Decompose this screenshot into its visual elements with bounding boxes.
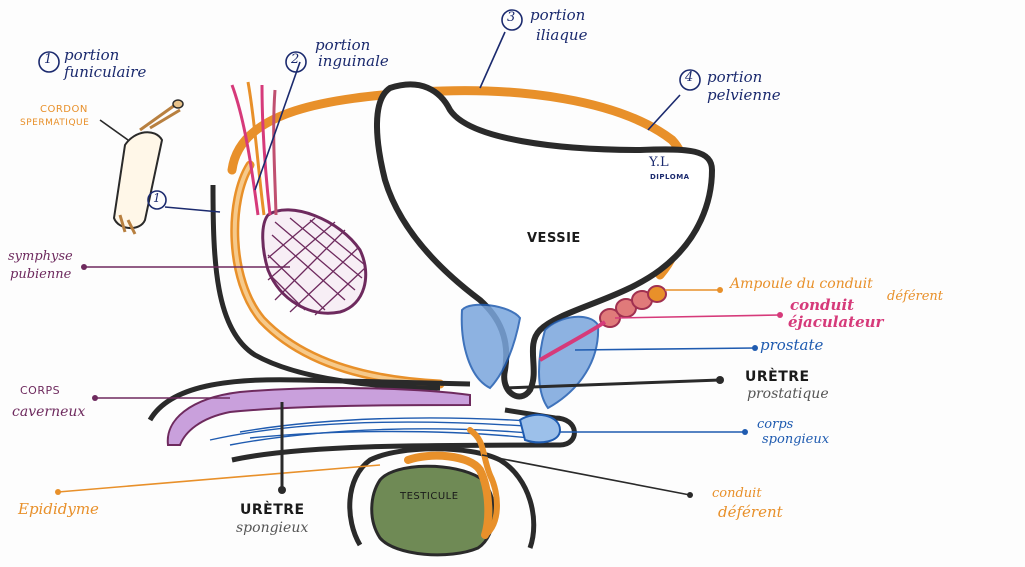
cordon-label-b: SPERMATIQUE <box>20 118 90 128</box>
ampoule-label-b: déférent <box>887 289 944 304</box>
portion-4-number: 4 <box>685 70 694 85</box>
penis-outline-upper <box>147 377 471 422</box>
inguinal-cord-fibers <box>230 81 278 216</box>
corps-spongieux-shape <box>209 417 556 446</box>
corps-spongieux-label-b: spongieux <box>762 432 830 447</box>
scrotum-outline <box>347 446 537 549</box>
ejaculateur-label-b: éjaculateur <box>788 313 884 331</box>
leader-lines <box>57 31 781 496</box>
ejaculateur-label-a: conduit <box>790 296 855 314</box>
epididymis-shape <box>404 451 493 539</box>
portion-1-label-a: portion <box>64 46 120 64</box>
portion-3-label-a: portion <box>530 6 586 24</box>
prostate-label: prostate <box>760 336 824 354</box>
deferent-label-b: déférent <box>718 503 783 521</box>
portion-1-number: 1 <box>44 52 53 67</box>
number-circles <box>38 9 701 210</box>
symphysis-hatching <box>267 217 366 316</box>
testicule-label: TESTICULE <box>400 491 459 502</box>
vessie-label: VESSIE <box>527 231 581 246</box>
corps-caverneux-shape <box>166 387 471 446</box>
uretre-spongieux-label-b: spongieux <box>236 520 309 536</box>
pelvic-wall <box>210 184 441 391</box>
cordon-spermatique-sketch <box>112 99 184 235</box>
epididyme-label: Epididyme <box>18 500 99 518</box>
portion-2-label-a: portion <box>315 36 371 54</box>
portion-1-label-b: funiculaire <box>64 63 147 81</box>
portion-3-label-b: iliaque <box>536 26 588 44</box>
portion-2-label-b: inguinale <box>318 52 389 70</box>
corps-spongieux-end <box>518 413 562 444</box>
cordon-label-a: CORDON <box>40 104 88 115</box>
bladder-outline <box>374 81 715 400</box>
penis-outline-lower <box>231 407 577 463</box>
testicle-shape <box>370 464 496 557</box>
marker-1: 1 <box>153 191 161 205</box>
deferent-duct-inner <box>232 163 442 386</box>
corps-caverneux-label-a: CORPS <box>20 384 61 397</box>
ejaculatory-duct <box>538 320 607 362</box>
symphyse-label-a: symphyse <box>8 249 73 264</box>
corps-caverneux-label-b: caverneux <box>12 404 86 420</box>
uretre-prostatique-label-a: URÈTRE <box>745 369 810 385</box>
signature-b: DIPLOMA <box>650 173 690 181</box>
portion-4-label-a: portion <box>707 68 763 86</box>
ampoule-vesicle <box>599 285 667 328</box>
portion-4-label-b: pelvienne <box>707 86 781 104</box>
uretre-prostatique-label-b: prostatique <box>747 386 829 402</box>
ampoule-label-a: Ampoule du conduit <box>730 276 873 292</box>
uretre-spongieux-label-a: URÈTRE <box>240 502 305 518</box>
deferent-loop <box>467 427 500 538</box>
portion-2-number: 2 <box>291 52 300 67</box>
prostate-shape <box>460 303 522 390</box>
leader-dots <box>55 264 783 498</box>
symphyse-label-b: pubienne <box>10 267 72 282</box>
portion-3-number: 3 <box>507 10 516 25</box>
corps-spongieux-label-a: corps <box>757 417 794 432</box>
deferent-label-a: conduit <box>712 486 762 501</box>
signature-a: Y.L <box>649 155 669 170</box>
